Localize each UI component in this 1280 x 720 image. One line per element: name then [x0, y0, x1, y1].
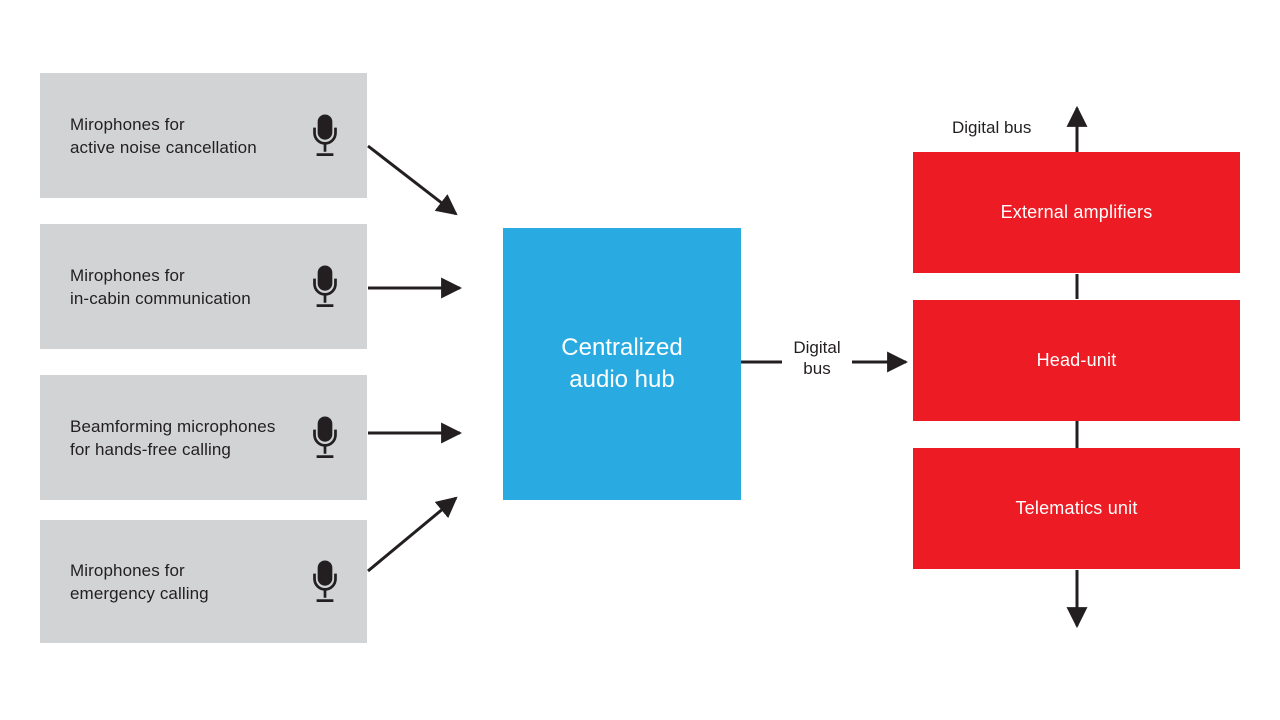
digital-bus-label-top: Digital bus [952, 118, 1032, 137]
source-box-label: Mirophones for in-cabin communication [40, 264, 312, 310]
hub-box-centralized-audio-hub: Centralized audio hub [503, 228, 741, 500]
microphone-icon [313, 114, 337, 156]
source-box-label-line1: Mirophones for [70, 114, 185, 134]
digital-bus-label-mid-line2: bus [803, 359, 831, 378]
microphone-icon [313, 416, 337, 458]
microphone-icon [312, 560, 338, 603]
output-box-label: Head-unit [1036, 350, 1117, 370]
source-box-label: Mirophones for emergency calling [40, 559, 312, 605]
microphone-icon [312, 114, 338, 157]
microphone-icon [312, 265, 338, 308]
source-box-label-line2: for hands-free calling [70, 439, 231, 459]
source-box-label: Mirophones for active noise cancellation [40, 113, 312, 159]
hub-label-line1: Centralized [561, 334, 683, 361]
source-box-label-line2: active noise cancellation [70, 137, 257, 157]
source-box-hands-free-calling: Beamforming microphones for hands-free c… [40, 375, 367, 500]
arrow-anc-to-hub [367, 144, 458, 216]
source-box-label-line1: Mirophones for [70, 560, 185, 580]
digital-bus-label-mid: Digital bus [772, 337, 862, 379]
digital-bus-label-mid-line1: Digital [793, 338, 841, 357]
output-box-external-amplifiers: External amplifiers [913, 152, 1240, 273]
microphone-icon [312, 416, 338, 459]
source-box-label-line1: Beamforming microphones [70, 416, 276, 436]
microphone-icon [313, 560, 337, 602]
source-box-emergency-calling: Mirophones for emergency calling [40, 520, 367, 643]
microphone-icon [313, 265, 337, 307]
output-box-head-unit: Head-unit [913, 300, 1240, 421]
arrow-emergency-to-hub [367, 496, 458, 573]
output-box-telematics-unit: Telematics unit [913, 448, 1240, 569]
source-box-in-cabin-communication: Mirophones for in-cabin communication [40, 224, 367, 349]
source-box-label: Beamforming microphones for hands-free c… [40, 415, 312, 461]
source-box-label-line2: emergency calling [70, 583, 209, 603]
source-box-label-line2: in-cabin communication [70, 288, 251, 308]
output-box-label: External amplifiers [1000, 202, 1153, 222]
output-box-label: Telematics unit [1015, 498, 1138, 518]
source-box-active-noise-cancellation: Mirophones for active noise cancellation [40, 73, 367, 198]
source-box-label-line1: Mirophones for [70, 265, 185, 285]
hub-label-line2: audio hub [569, 366, 675, 393]
